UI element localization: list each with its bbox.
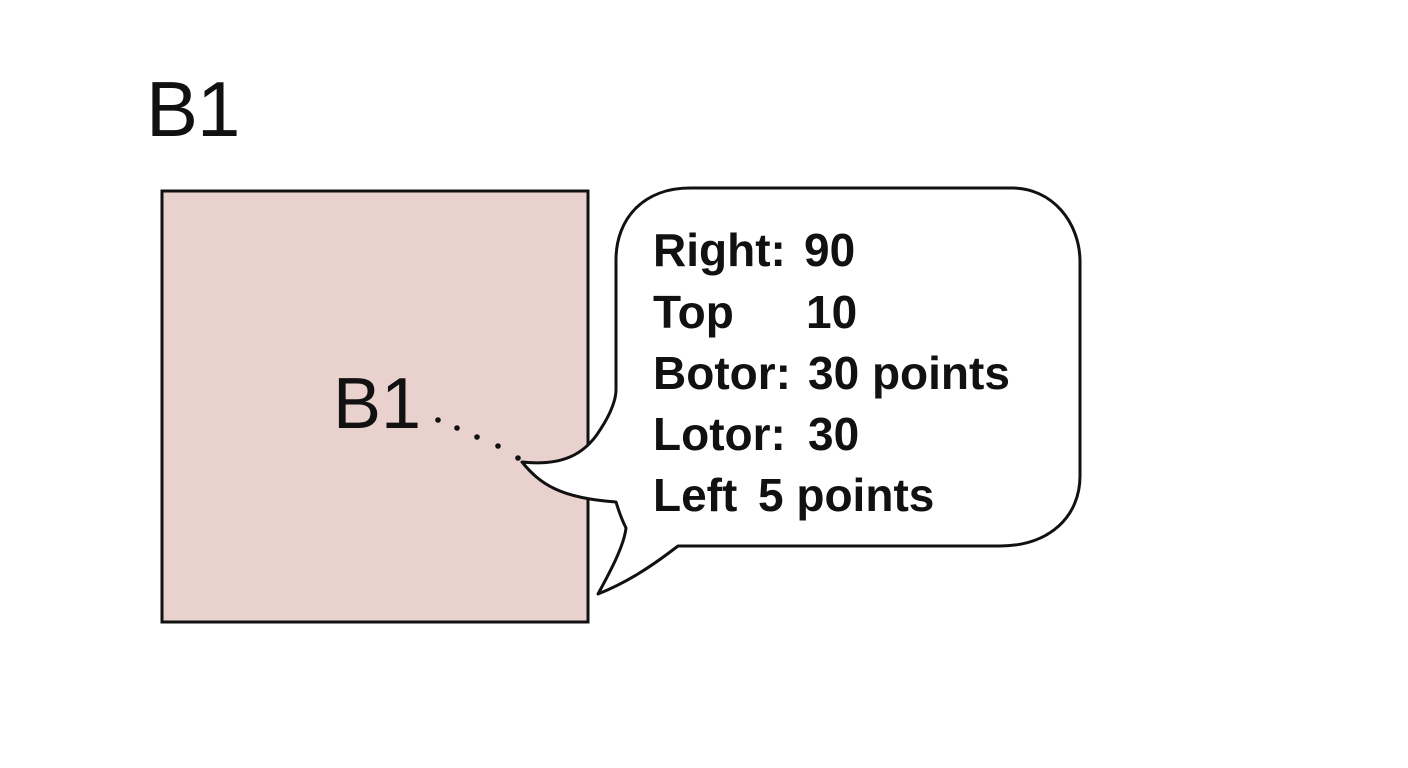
callout-value-top: 10 <box>806 286 857 338</box>
leader-dot <box>435 417 441 423</box>
callout-key-left: Left <box>653 469 737 521</box>
diagram-title: B1 <box>146 65 240 153</box>
leader-dot <box>454 425 460 431</box>
callout-value-lotor: 30 <box>808 408 859 460</box>
callout-text: Right: 90 Top 10 Botor: 30 points Lotor:… <box>653 224 1010 521</box>
leader-dot <box>474 434 480 440</box>
callout-bubble[interactable] <box>520 186 1082 596</box>
leader-dot <box>515 455 521 461</box>
shape-b1[interactable] <box>160 189 590 624</box>
callout-key-right: Right: <box>653 224 786 276</box>
callout-key-botor: Botor: <box>653 347 791 399</box>
callout-value-right: 90 <box>804 224 855 276</box>
shape-b1-label: B1 <box>333 364 421 444</box>
callout-key-lotor: Lotor: <box>653 408 786 460</box>
leader-dots <box>435 417 521 461</box>
callout-value-left: 5 points <box>758 469 934 521</box>
leader-dot <box>495 443 501 449</box>
callout-value-botor: 30 points <box>808 347 1010 399</box>
callout-key-top: Top <box>653 286 734 338</box>
